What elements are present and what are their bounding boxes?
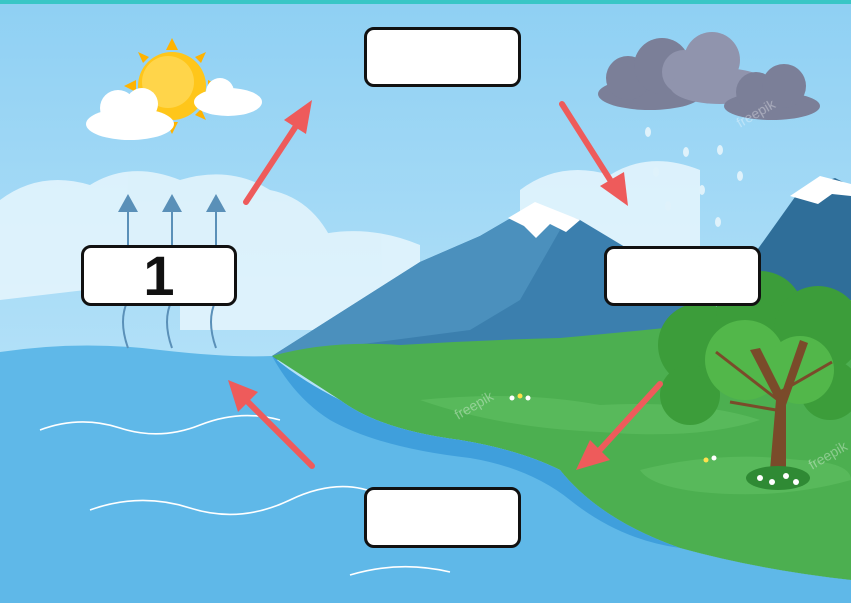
- label-box-evaporation[interactable]: 1: [81, 244, 237, 307]
- arrow-head-4: [228, 380, 258, 412]
- sun-cloud-icon: [86, 78, 262, 140]
- arrow-down-left: [595, 381, 663, 455]
- tree-icon: [658, 271, 851, 490]
- arrow-up-right: [243, 117, 303, 205]
- label-box-collection[interactable]: [364, 487, 521, 548]
- label-box-precipitation[interactable]: [604, 246, 761, 306]
- top-border: [0, 0, 851, 4]
- label-box-condensation[interactable]: [364, 27, 521, 87]
- water-waves: [39, 414, 451, 576]
- flowers: [509, 393, 717, 463]
- arrow-down-right: [559, 101, 617, 189]
- arrow-up-left: [241, 395, 315, 469]
- ocean: [0, 345, 851, 603]
- arrow-head-1: [284, 100, 312, 134]
- arrow-head-3: [576, 440, 610, 470]
- evaporation-arrowheads: [118, 194, 226, 212]
- raindrops: [645, 127, 743, 227]
- rain-cloud-icon: [598, 32, 820, 227]
- arrow-head-2: [600, 172, 628, 206]
